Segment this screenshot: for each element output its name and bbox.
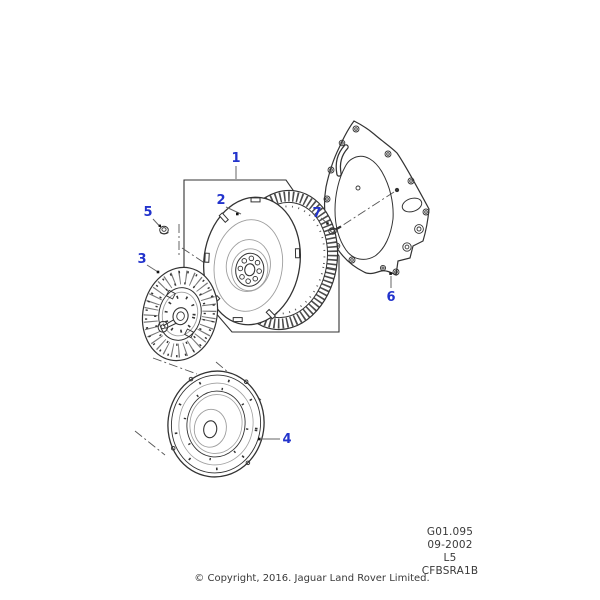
- flywheel-drawing[interactable]: [196, 191, 309, 331]
- copyright-text: © Copyright, 2016. Jaguar Land Rover Lim…: [194, 573, 430, 584]
- callout-6[interactable]: 6: [386, 290, 395, 305]
- drawing-code: CFBSRA1B: [421, 564, 479, 577]
- callout-leader-lines: [146, 166, 392, 441]
- clutch-disc-drawing[interactable]: [134, 260, 226, 367]
- backing-plate-drawing[interactable]: [323, 120, 430, 276]
- drawing-revision: L5: [443, 551, 457, 564]
- callout-4[interactable]: 4: [282, 432, 291, 447]
- pressure-plate-rim-lugs: [170, 376, 251, 466]
- callout-7[interactable]: 7: [312, 206, 321, 221]
- callout-3[interactable]: 3: [137, 252, 146, 267]
- drawing-date: 09-2002: [427, 538, 473, 551]
- callout-2[interactable]: 2: [216, 193, 225, 208]
- drawing-info-block: G01.095 09-2002 L5 CFBSRA1B: [398, 526, 502, 578]
- flywheel-hub: [231, 248, 269, 292]
- pressure-plate-drawing[interactable]: [161, 365, 271, 483]
- bolt-7-drawing[interactable]: [328, 225, 342, 235]
- callout-1[interactable]: 1: [231, 151, 240, 166]
- callout-5[interactable]: 5: [143, 205, 152, 220]
- drawing-number: G01.095: [426, 526, 474, 538]
- clutch-disc-hub: [157, 307, 189, 333]
- bolt-5-drawing[interactable]: [159, 225, 169, 235]
- plate-bolt-holes: [323, 125, 430, 276]
